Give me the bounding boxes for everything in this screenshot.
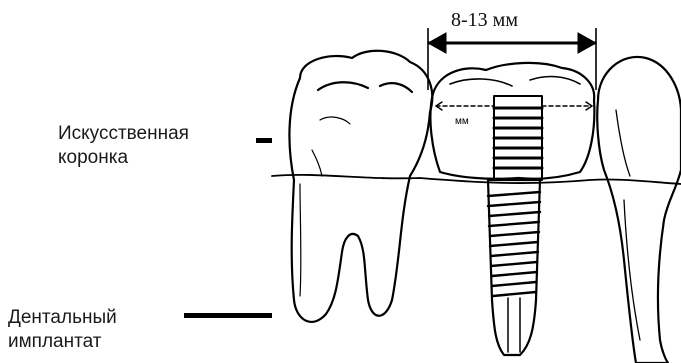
small-mm-label: мм [455, 116, 469, 127]
left-molar [289, 51, 432, 322]
crown-label-line1: Искусственная [58, 122, 189, 146]
implant-label: Дентальный имплантат [8, 306, 117, 354]
implant-abutment [494, 96, 542, 180]
implant-label-line1: Дентальный [8, 306, 117, 330]
crown-label: Искусственная коронка [58, 122, 189, 170]
width-arrow [428, 28, 596, 90]
crown-label-line2: коронка [58, 146, 189, 170]
implant-screw [488, 180, 540, 355]
implant-leader-line [184, 313, 272, 318]
right-tooth [597, 57, 681, 363]
width-label: 8-13 мм [451, 9, 518, 32]
gum-line [272, 175, 681, 184]
implant-label-line2: имплантат [8, 330, 117, 354]
crown-leader-line [256, 138, 272, 143]
